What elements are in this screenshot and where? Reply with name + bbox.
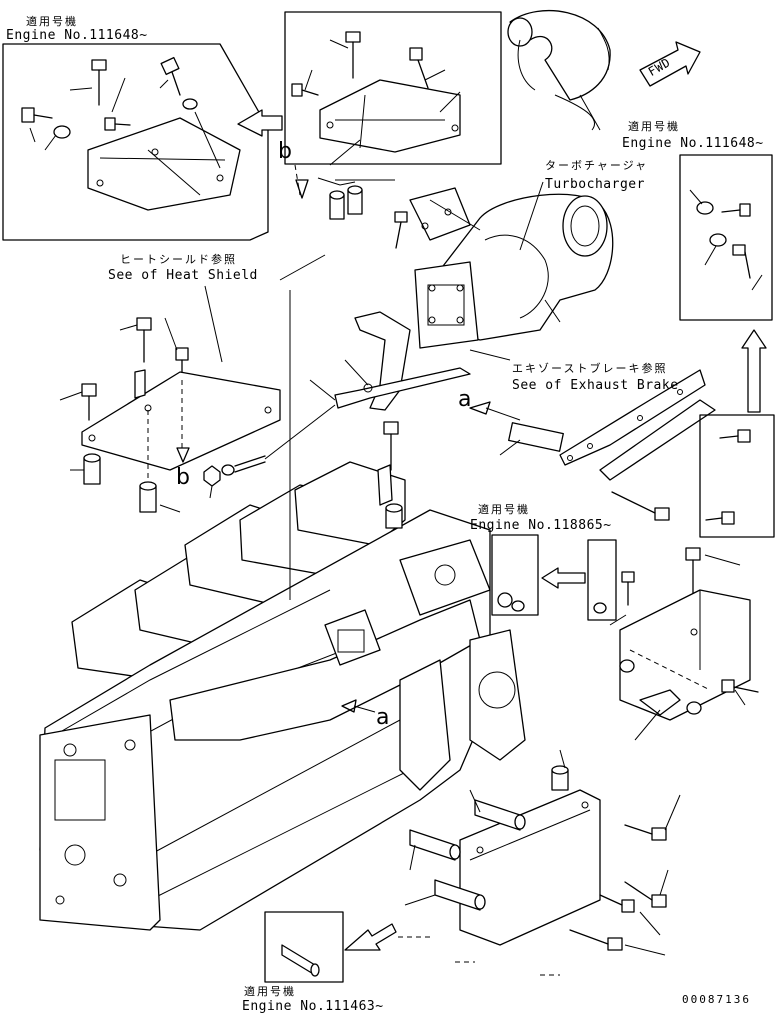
engine-number-label-4: Engine No.111463~ — [242, 999, 384, 1014]
ref-a-label: a — [376, 705, 390, 730]
exhaust-brake-label: See of Exhaust Brake — [512, 378, 679, 393]
stud-icon — [203, 455, 266, 487]
arrow-icon — [344, 923, 397, 951]
pipe-bracket — [508, 369, 716, 481]
ref-a-label: a — [458, 387, 472, 412]
inset-118865 — [491, 534, 539, 616]
exhaust-brake-label-jp: エキゾーストブレーキ参照 — [512, 362, 668, 375]
bolt-icon — [599, 894, 635, 913]
turbocharger-label-jp: ターボチャージャ — [545, 159, 649, 172]
ref-b-label: b — [278, 139, 293, 164]
inset-111463 — [264, 911, 344, 983]
bolt-icon — [721, 679, 759, 693]
spacer-icon — [409, 765, 569, 911]
heat-shield-label: See of Heat Shield — [108, 268, 258, 283]
bolt-icon — [709, 233, 751, 279]
spacer-icon — [619, 659, 702, 715]
bolt-icon — [175, 347, 189, 373]
spacer-icon — [53, 98, 198, 139]
arrow-icon — [237, 109, 283, 137]
bolt-icon — [696, 201, 751, 217]
fwd-arrow-icon — [639, 41, 701, 87]
turbocharger — [409, 187, 614, 349]
applicable-label-3: 適用号機 — [478, 503, 530, 516]
engine-number-label-3: Engine No.118865~ — [470, 518, 612, 533]
spacer-icon — [497, 592, 525, 612]
applicable-label-1: 適用号機 — [26, 15, 78, 28]
inset-top-center — [284, 11, 502, 165]
spacer-icon — [329, 185, 363, 220]
inset-right-bolts — [699, 414, 775, 538]
applicable-label-4: 適用号機 — [244, 985, 296, 998]
bolt-icon — [136, 317, 152, 363]
bolt-icon — [409, 47, 429, 89]
bolt-icon — [91, 59, 107, 106]
engine-block — [39, 461, 526, 931]
inset-small — [587, 539, 617, 621]
engine-number-label-2: Engine No.111648~ — [622, 136, 764, 151]
bolt-icon — [160, 56, 181, 96]
bolt-icon — [383, 421, 399, 471]
bolt-icon — [569, 929, 623, 951]
bolt-icon — [394, 211, 408, 249]
inset-top-left — [2, 43, 269, 241]
bolt-icon — [291, 83, 319, 97]
ref-b-label: b — [176, 465, 191, 490]
arrow-icon — [541, 567, 586, 589]
engine-number-label-1: Engine No.111648~ — [6, 28, 148, 43]
bolt-icon — [345, 31, 361, 79]
bolt-icon — [611, 491, 670, 521]
spacer-icon — [83, 453, 157, 513]
bolt-icon — [624, 881, 667, 908]
heat-shield-label-jp: ヒートシールド参照 — [120, 253, 237, 266]
exhaust-brake-bracket — [334, 311, 471, 411]
spacer-icon — [377, 464, 403, 529]
bolt-icon — [81, 383, 97, 421]
bolt-icon — [624, 824, 667, 841]
heat-shield — [81, 369, 281, 480]
inset-right — [679, 154, 773, 321]
applicable-label-2: 適用号機 — [628, 120, 680, 133]
turbocharger-label: Turbocharger — [545, 177, 645, 192]
bolt-icon — [104, 117, 131, 131]
bolt-icon — [621, 571, 635, 606]
right-heat-shield — [619, 589, 751, 721]
turbo-fitting — [507, 9, 611, 131]
bolt-icon — [705, 429, 751, 525]
arrow-icon — [741, 329, 767, 413]
lower-cover-plate — [459, 789, 601, 946]
bolt-icon — [21, 107, 53, 123]
drawing-number: 00087136 — [682, 993, 751, 1006]
